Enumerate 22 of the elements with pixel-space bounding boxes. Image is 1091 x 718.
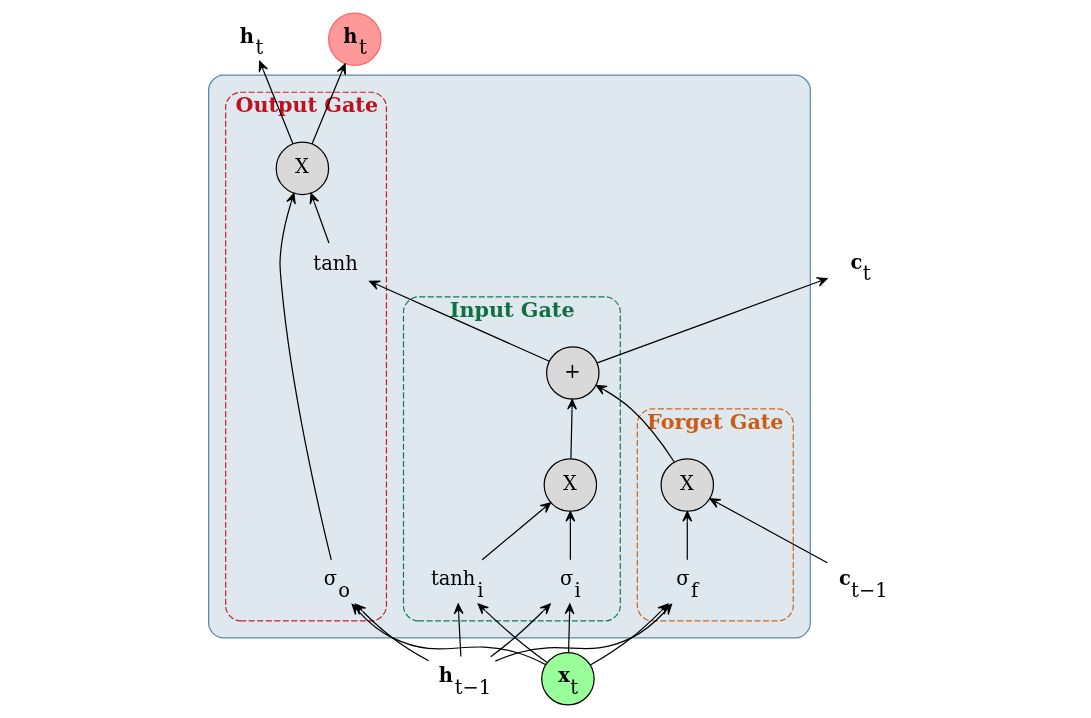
arrow bbox=[368, 280, 550, 362]
arrow bbox=[709, 498, 828, 564]
arrow bbox=[566, 398, 577, 460]
arrow bbox=[564, 510, 575, 561]
arrow bbox=[453, 603, 464, 658]
arrow bbox=[310, 63, 346, 145]
node-circle: X bbox=[275, 141, 329, 196]
arrow bbox=[489, 603, 551, 658]
arrow bbox=[589, 603, 669, 666]
arrow bbox=[596, 277, 828, 364]
node-text: tanh bbox=[312, 251, 358, 275]
arrow bbox=[481, 502, 551, 561]
node-circle: X bbox=[543, 458, 597, 512]
node-circle: + bbox=[545, 346, 600, 400]
arrow bbox=[309, 192, 330, 244]
arrow bbox=[681, 510, 692, 561]
arrow bbox=[278, 192, 332, 561]
arrow bbox=[477, 603, 548, 664]
arrow bbox=[595, 384, 675, 463]
node-circle: X bbox=[660, 458, 714, 512]
arrow bbox=[564, 603, 575, 653]
arrow bbox=[258, 60, 294, 145]
